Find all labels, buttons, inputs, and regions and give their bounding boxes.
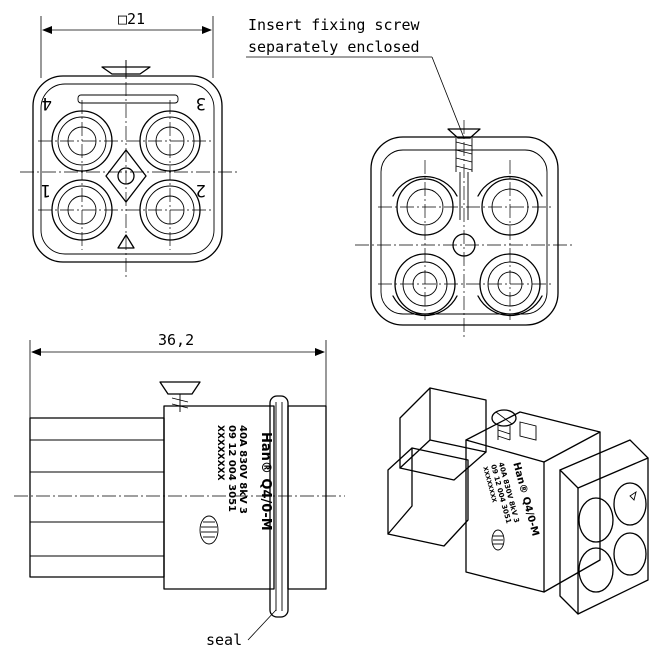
dimension-width: □21	[118, 10, 145, 28]
contact-2	[139, 179, 201, 241]
contact-number-4: 4	[42, 93, 52, 113]
dimension-length: 36,2	[158, 331, 194, 349]
iso-harting-logo-icon	[491, 529, 505, 551]
isometric-view: Han® Q4/0-M 40A 830V 8kV 3 09 12 004 305…	[387, 387, 649, 615]
contact-number-2: 2	[196, 180, 206, 200]
contact-number-1: 1	[41, 180, 51, 200]
screw-callout-line1: Insert fixing screw	[248, 16, 421, 34]
marking-serial: XXXXXXXX	[215, 425, 225, 481]
side-view: 36,2 Han® Q4/0-M 40A 830V 8kV 3 09 12 00…	[14, 331, 345, 649]
back-view: Insert fixing screw separately enclosed	[246, 16, 575, 340]
seal-label: seal	[206, 631, 242, 649]
front-view: □21 4 3	[20, 10, 238, 280]
back-contact-1	[392, 175, 458, 236]
back-contact-3	[392, 253, 458, 317]
harting-logo-icon	[199, 515, 219, 545]
marking-rating: 40A 830V 8kV 3	[237, 425, 248, 514]
back-contact-4	[477, 253, 543, 317]
contact-4	[51, 110, 113, 172]
back-contact-2	[477, 175, 543, 236]
contact-1	[51, 179, 113, 241]
contact-3	[139, 110, 201, 172]
marking-product: Han® Q4/0-M	[258, 432, 273, 531]
screw-callout-line2: separately enclosed	[248, 38, 420, 56]
marking-part-number: 09 12 004 3051	[226, 425, 237, 512]
contact-number-3: 3	[196, 93, 206, 113]
